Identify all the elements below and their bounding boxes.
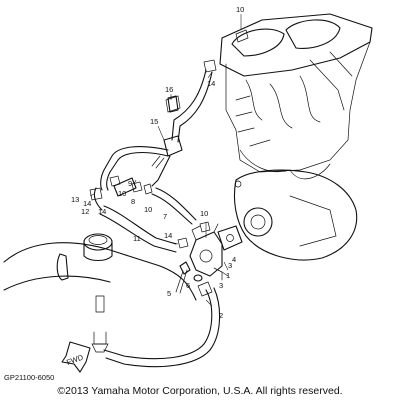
clip — [167, 95, 179, 113]
fuel-tank — [3, 233, 197, 353]
callout-8: 8 — [131, 197, 135, 206]
callout-7: 7 — [163, 212, 167, 221]
leader-lines — [89, 14, 242, 307]
copyright-notice: ©2013 Yamaha Motor Corporation, U.S.A. A… — [57, 385, 343, 397]
fwd-arrow: FWD — [61, 341, 91, 373]
callout-14-top: 14 — [207, 79, 215, 88]
callout-2: 2 — [219, 311, 223, 320]
tee-joint — [151, 135, 183, 169]
callout-9: 9 — [128, 179, 132, 188]
fuel-hoses — [93, 69, 221, 368]
callout-10-top: 10 — [236, 5, 244, 14]
callout-11: 11 — [133, 234, 141, 243]
fuel-filter — [113, 177, 137, 197]
callout-15: 15 — [150, 117, 158, 126]
callout-6: 6 — [186, 281, 190, 290]
callout-16: 16 — [165, 85, 173, 94]
washer — [193, 274, 203, 282]
part-code: GP21100-6050 — [4, 373, 55, 382]
callout-1: 1 — [226, 271, 230, 280]
fuel-pump — [189, 223, 223, 281]
engine-block — [219, 13, 373, 180]
callout-10-right: 10 — [144, 205, 152, 214]
callout-14-mid: 14 — [98, 207, 106, 216]
callout-10-mid: 10 — [118, 189, 126, 198]
callout-10-pump: 10 — [200, 209, 208, 218]
callout-5: 5 — [167, 289, 171, 298]
hose-clamps — [89, 29, 249, 297]
callout-3-lower: 3 — [219, 281, 223, 290]
bolt — [175, 261, 191, 294]
callout-3-upper: 3 — [228, 261, 232, 270]
callout-14-pump: 14 — [164, 231, 172, 240]
callout-14-left: 14 — [83, 199, 91, 208]
callout-13: 13 — [71, 195, 79, 204]
engine-cover — [233, 169, 358, 261]
callout-12: 12 — [81, 207, 89, 216]
callout-4: 4 — [232, 255, 236, 264]
